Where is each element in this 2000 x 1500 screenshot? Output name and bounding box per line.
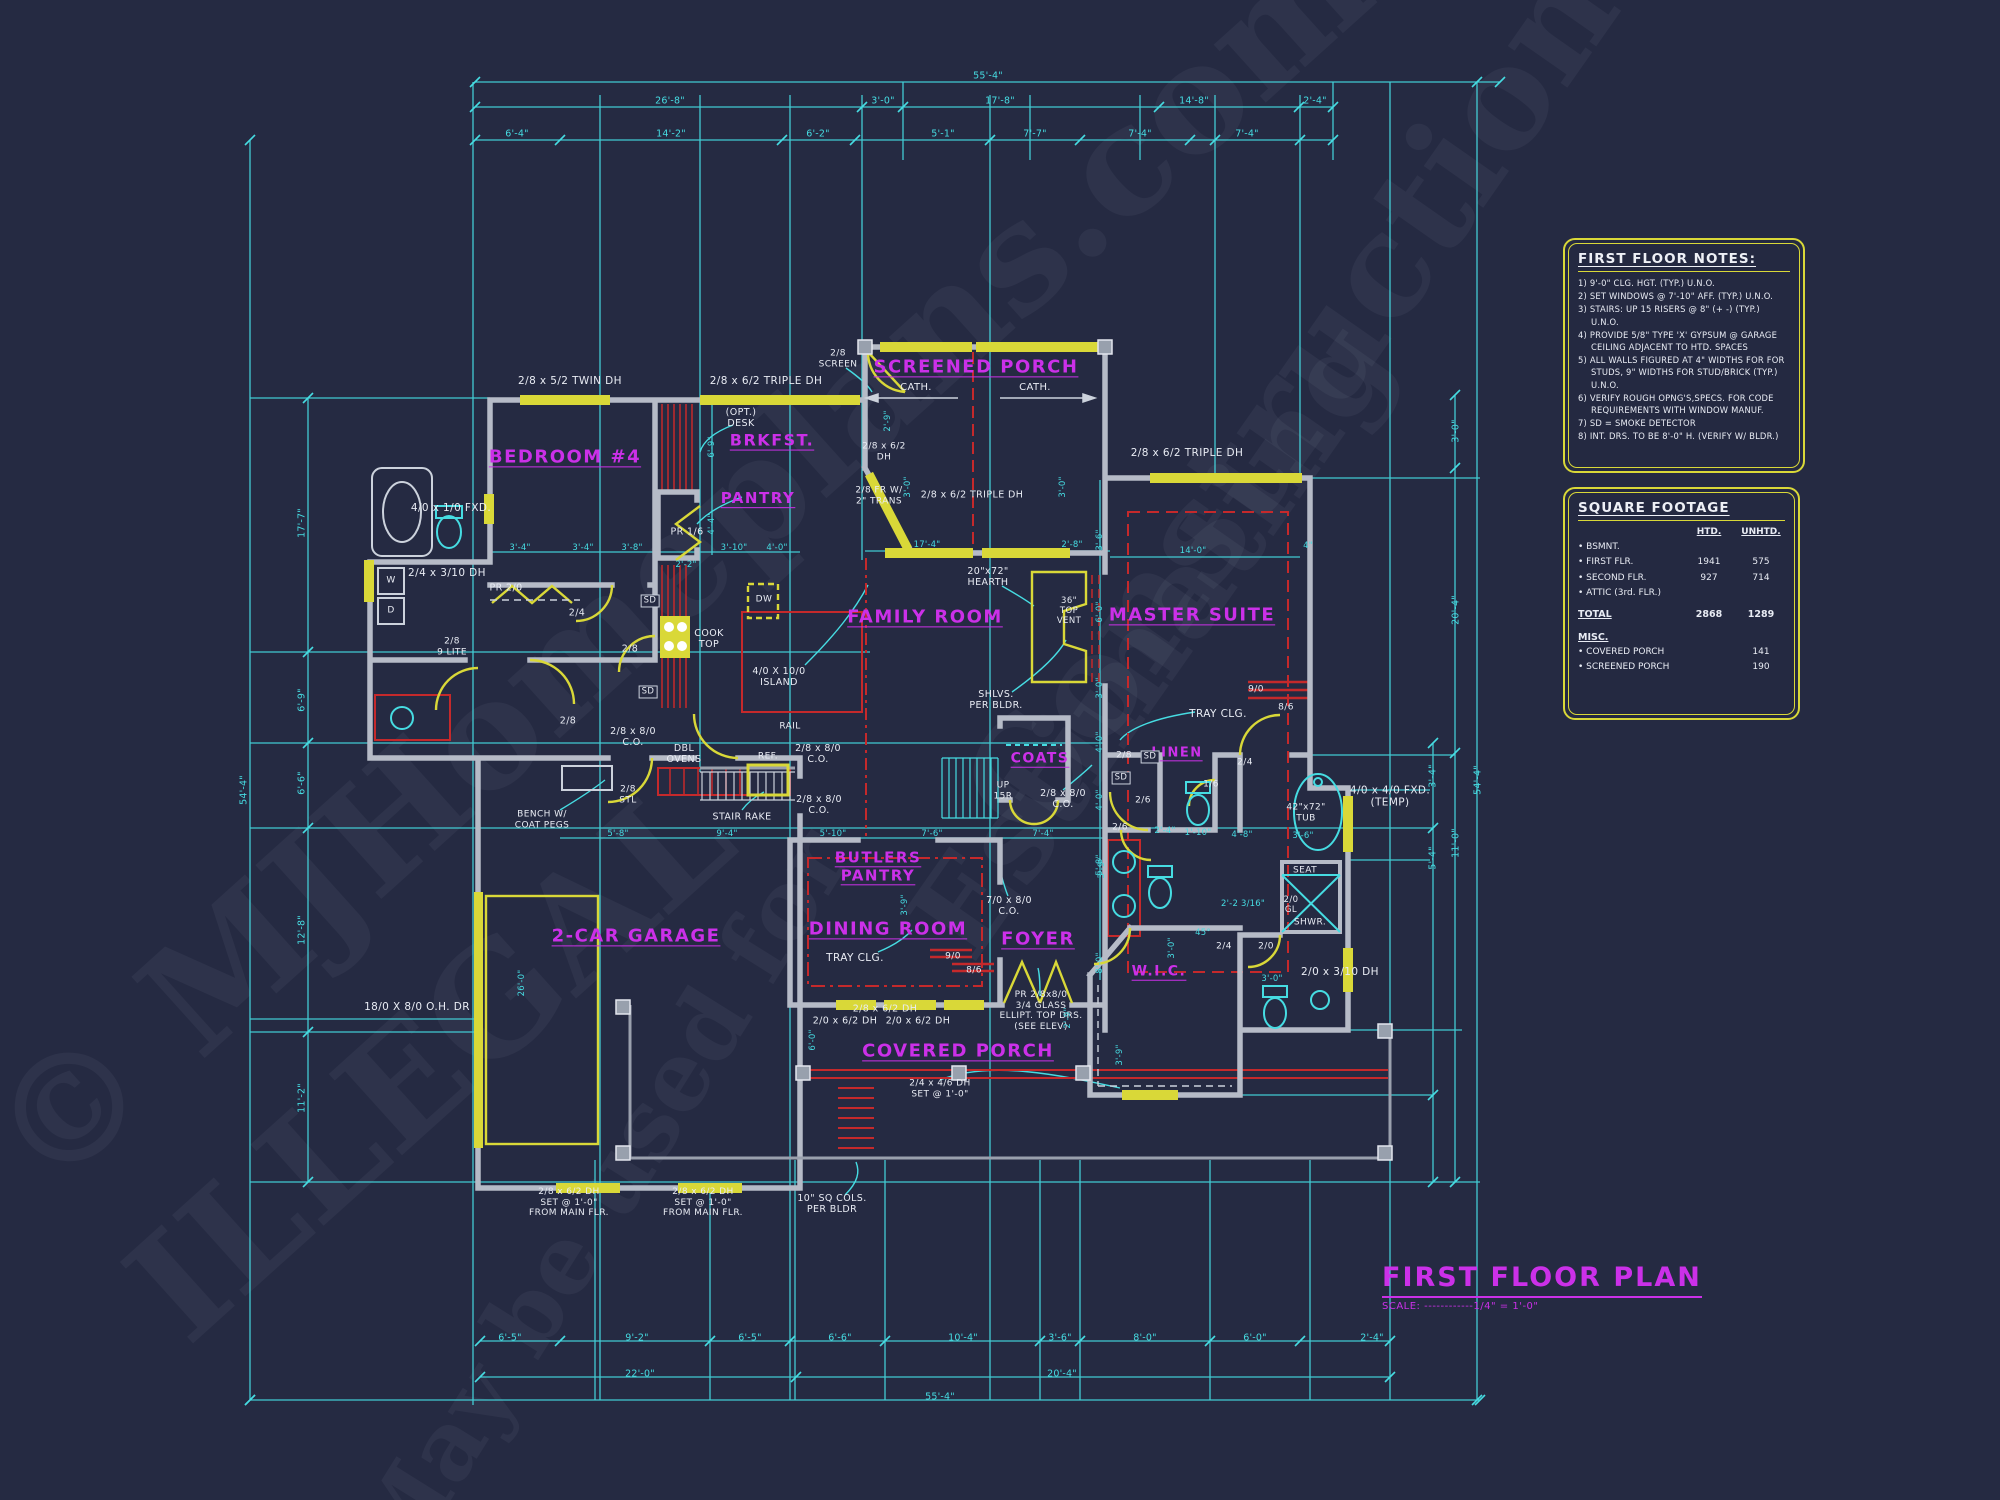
- notes-title: FIRST FLOOR NOTES:: [1578, 251, 1790, 272]
- sqft-row: ATTIC (3rd. FLR.): [1578, 586, 1785, 601]
- note-item: 7) SD = SMOKE DETECTOR: [1578, 418, 1696, 429]
- total-label: TOTAL: [1578, 609, 1612, 621]
- note-item: 4) PROVIDE 5/8" TYPE 'X' GYPSUM @ GARAGE…: [1578, 329, 1778, 352]
- note-item: 3) STAIRS: UP 15 RISERS @ 8" (+ -) (TYP.…: [1578, 304, 1760, 327]
- sqft-total-row: TOTAL 2868 1289: [1578, 609, 1785, 620]
- note-item: 6) VERIFY ROUGH OPNG'S,SPECS. FOR CODE R…: [1578, 392, 1774, 415]
- note-item: 1) 9'-0" CLG. HGT. (TYP.) U.N.O.: [1578, 278, 1715, 288]
- dimension-lines: [249, 81, 1500, 1405]
- sqft-row: BSMNT.: [1578, 540, 1785, 555]
- page-title: FIRST FLOOR PLAN: [1382, 1262, 1702, 1298]
- note-item: 8) INT. DRS. TO BE 8'-0" H. (VERIFY W/ B…: [1578, 431, 1779, 442]
- total-htd: 2868: [1695, 609, 1723, 621]
- first-floor-notes-panel: FIRST FLOOR NOTES: 1) 9'-0" CLG. HGT. (T…: [1563, 238, 1805, 473]
- red-linework: [374, 352, 1388, 1149]
- fixtures: [371, 467, 1343, 1029]
- leader-lines: [559, 367, 1196, 1196]
- unhtd-header: UNHTD.: [1741, 527, 1781, 537]
- square-footage-headers: HTD. UNHTD.: [1578, 527, 1785, 537]
- htd-header: HTD.: [1696, 527, 1722, 537]
- porch-slab-edge: [628, 766, 1392, 1160]
- walls: [367, 344, 1351, 1191]
- windows-doors: [364, 342, 1353, 1193]
- scale-note: SCALE: ------------1/4" = 1'-0": [1382, 1301, 1539, 1312]
- total-unhtd: 1289: [1747, 609, 1775, 621]
- notes-list: 1) 9'-0" CLG. HGT. (TYP.) U.N.O. 2) SET W…: [1578, 277, 1790, 442]
- square-footage-panel: SQUARE FOOTAGE HTD. UNHTD. BSMNT.FIRST F…: [1563, 487, 1800, 720]
- note-item: 5) ALL WALLS FIGURED AT 4" WIDTHS FOR FO…: [1578, 355, 1785, 390]
- dimension-ticks: [244, 76, 1506, 1406]
- shelving-dashed: [490, 599, 1232, 1087]
- square-footage-title: SQUARE FOOTAGE: [1578, 500, 1785, 521]
- title-block: FIRST FLOOR PLAN SCALE: ------------1/4"…: [1382, 1262, 1702, 1312]
- porch-columns: [615, 339, 1393, 1161]
- sqft-rows: BSMNT.FIRST FLR.1941575SECOND FLR.927714…: [1578, 540, 1785, 601]
- cath-arrows: [863, 392, 1098, 404]
- note-item: 2) SET WINDOWS @ 7'-10" AFF. (TYP.) U.N.…: [1578, 291, 1774, 302]
- misc-title: MISC.: [1578, 632, 1609, 644]
